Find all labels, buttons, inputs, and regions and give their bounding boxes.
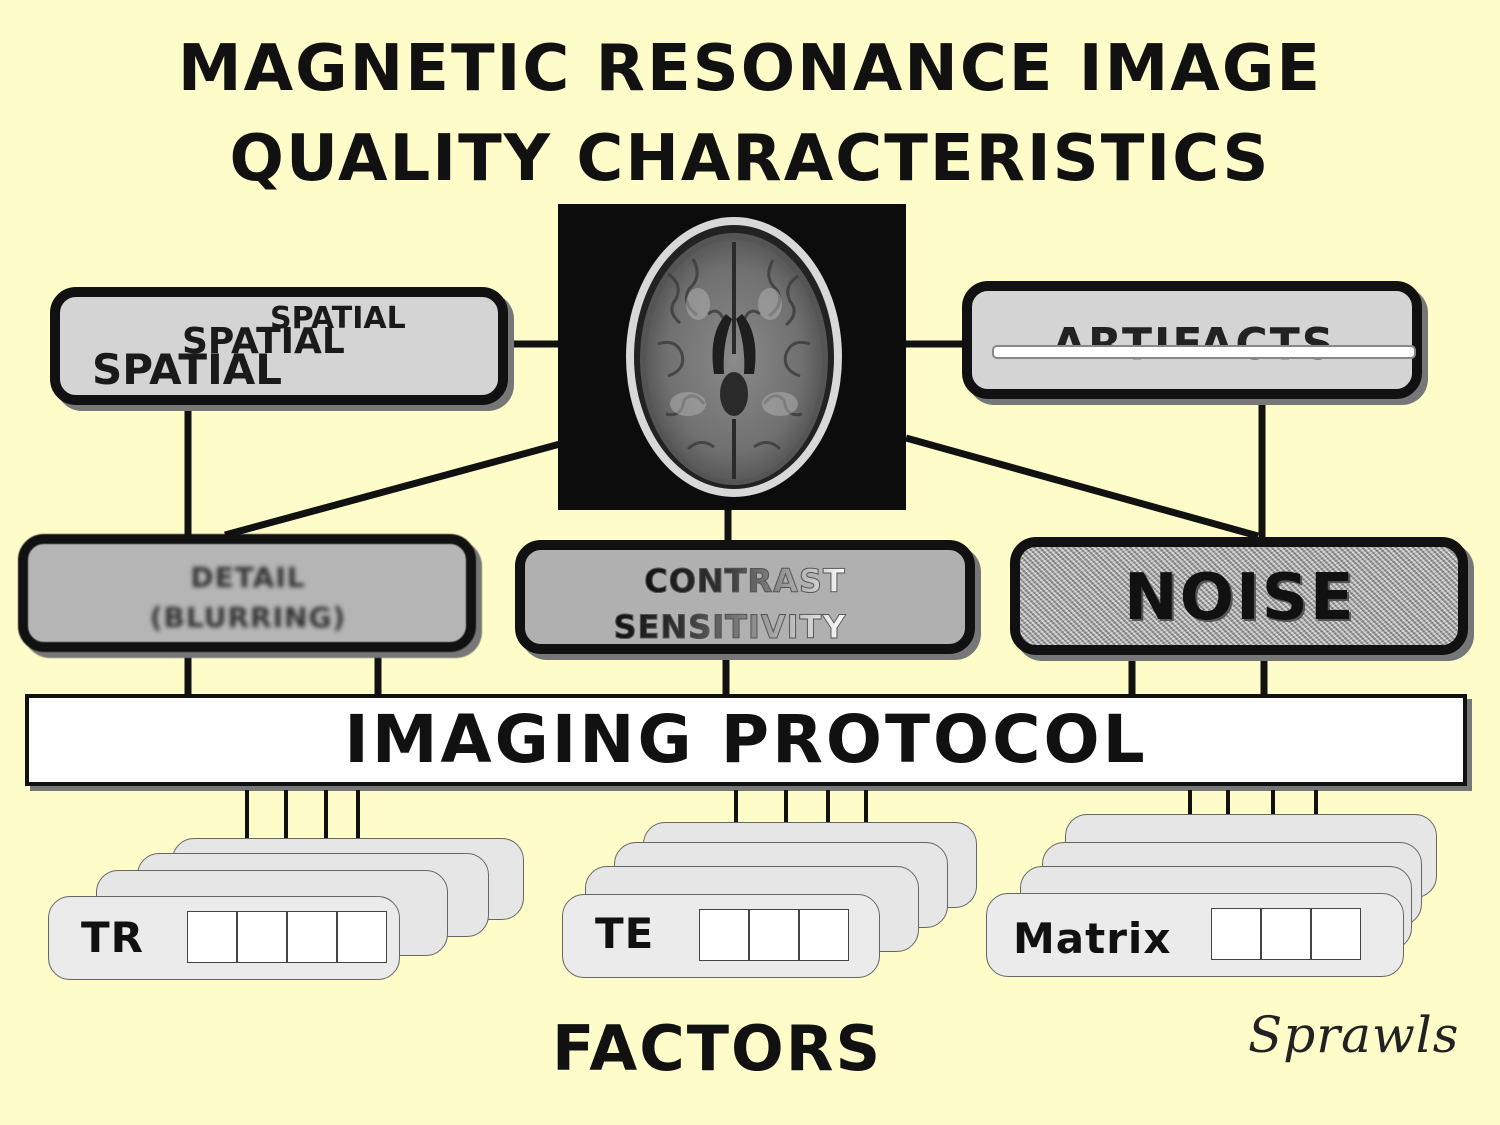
title-line-1: MAGNETIC RESONANCE IMAGE	[177, 32, 1323, 106]
blurring-label: (BLURRING)	[149, 601, 347, 634]
contrast-text: CONTRAST SENSITIVITY	[525, 558, 965, 650]
noise-label: NOISE	[1124, 561, 1356, 635]
sensitivity-label: SENSITIVITY	[613, 604, 846, 650]
te-cell	[800, 910, 848, 960]
title-line-2: QUALITY CHARACTERISTICS	[229, 122, 1271, 196]
artifacts-label: ARTIFACTS	[1052, 319, 1335, 370]
spatial-label-medium: SPATIAL	[182, 321, 345, 362]
te-cell	[700, 910, 750, 960]
detail-box: DETAIL (BLURRING)	[18, 534, 476, 652]
tr-cell	[288, 912, 338, 962]
matrix-value-cells	[1211, 908, 1361, 960]
tr-card: TR	[48, 896, 400, 980]
matrix-card: Matrix	[986, 893, 1404, 977]
spatial-label-small: SPATIAL	[270, 301, 406, 336]
tr-cell	[238, 912, 288, 962]
factors-label: FACTORS	[552, 1012, 883, 1085]
brain-scan-graphic	[626, 217, 842, 497]
imaging-protocol-bar: IMAGING PROTOCOL	[25, 694, 1467, 786]
tr-cell	[188, 912, 238, 962]
te-cell	[750, 910, 800, 960]
te-card: TE	[562, 894, 880, 978]
line-brain-detail	[224, 440, 561, 539]
matrix-label: Matrix	[1013, 914, 1172, 963]
detail-text: DETAIL (BLURRING)	[28, 558, 468, 638]
tr-cell	[338, 912, 386, 962]
signature: Sprawls	[1248, 1006, 1460, 1064]
matrix-cell	[1262, 909, 1312, 959]
contrast-sensitivity-box: CONTRAST SENSITIVITY	[515, 540, 975, 654]
matrix-cell	[1312, 909, 1360, 959]
spatial-box: SPATIAL SPATIAL SPATIAL	[50, 287, 508, 405]
matrix-cell	[1212, 909, 1262, 959]
artifacts-box: ARTIFACTS	[962, 281, 1422, 399]
te-value-cells	[699, 909, 849, 961]
artifact-streak	[992, 345, 1416, 359]
contrast-label: CONTRAST	[644, 558, 846, 604]
mri-brain-image	[558, 204, 906, 510]
tr-label: TR	[81, 913, 144, 962]
spatial-label-large: SPATIAL	[92, 345, 282, 394]
tr-value-cells	[187, 911, 387, 963]
line-brain-noise	[905, 434, 1259, 540]
detail-label: DETAIL	[190, 561, 306, 594]
noise-box: NOISE	[1010, 537, 1468, 655]
te-label: TE	[595, 909, 655, 958]
